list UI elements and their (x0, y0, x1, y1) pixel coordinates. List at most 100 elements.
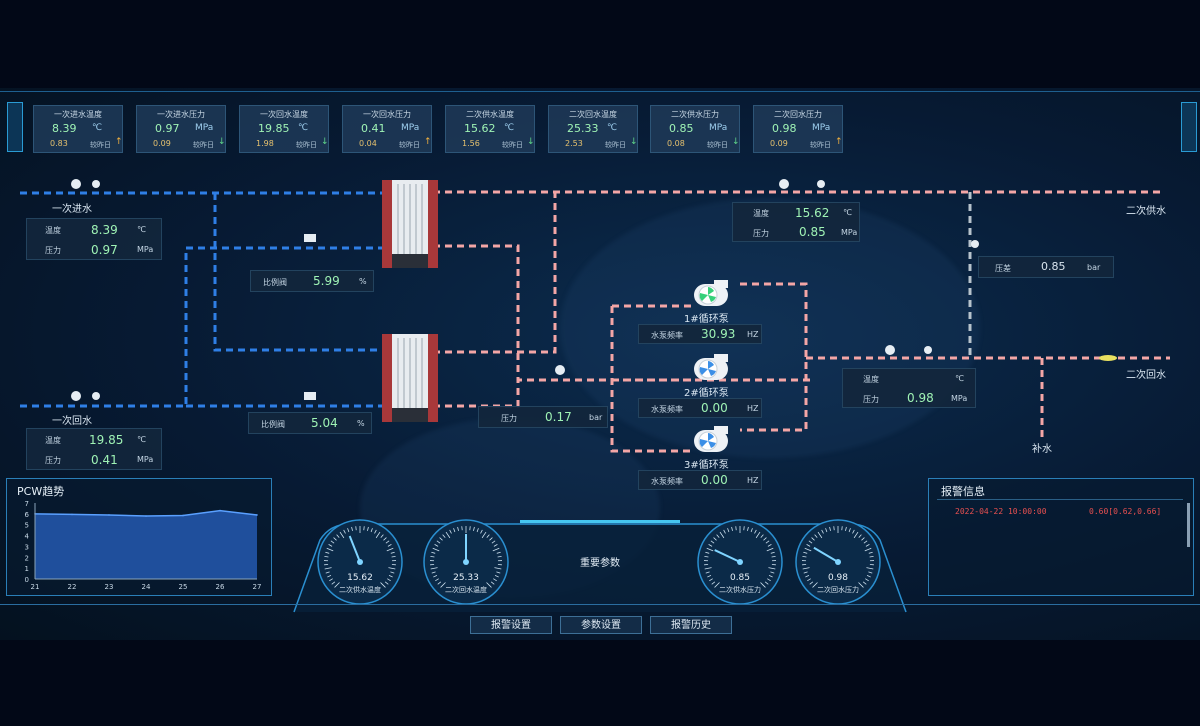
heat-exchanger-2 (382, 334, 438, 422)
card-compare: 0.09 (153, 139, 171, 148)
pump-icon (694, 354, 728, 380)
alarm-history-button[interactable]: 报警历史 (650, 616, 732, 634)
alarm-scrollbar[interactable] (1187, 503, 1190, 547)
card-unit: MPa (195, 123, 214, 133)
pump-freq-label: 水泵频率 (651, 405, 683, 414)
temp-unit: ℃ (843, 208, 852, 217)
card-title: 二次回水压力 (774, 110, 822, 119)
diff-value: 0.85 (1041, 260, 1066, 273)
primary-in-label: 一次进水 (52, 204, 92, 215)
trend-point (108, 514, 110, 516)
x-tick-label: 22 (68, 583, 77, 591)
primary-out-label: 一次回水 (52, 416, 92, 427)
pump-freq-value: 0.00 (701, 401, 728, 415)
valve-label: 比例阀 (261, 420, 285, 429)
x-tick-label: 25 (179, 583, 188, 591)
card-compare: 0.83 (50, 139, 68, 148)
frame-top-line (0, 91, 1200, 92)
primary-out-box: 温度 19.85 ℃ 压力 0.41 MPa (26, 428, 162, 470)
primary-in-temp: 8.39 (91, 223, 118, 237)
press-unit: MPa (841, 228, 858, 237)
secondary-return-label: 二次回水 (1126, 370, 1166, 381)
y-tick-label: 5 (25, 522, 29, 530)
x-tick-label: 27 (253, 583, 262, 591)
trend-arrow-icon: ↓ (218, 137, 226, 147)
pump-press-label: 压力 (501, 414, 517, 423)
card-compare-label: 较昨日 (707, 141, 728, 149)
alarm-value: 0.60[0.62,0.66] (1089, 507, 1162, 516)
right-side-tab[interactable] (1181, 102, 1197, 152)
card-compare: 0.08 (667, 139, 685, 148)
alarm-time: 2022-04-22 10:00:00 (955, 507, 1047, 516)
gauge-needle (714, 549, 741, 563)
diff-label: 压差 (995, 264, 1011, 273)
pump-freq-value: 30.93 (701, 327, 736, 341)
temp-label: 温度 (753, 209, 769, 218)
press-label: 压力 (45, 246, 61, 255)
card-value: 0.97 (155, 122, 180, 135)
gauge-needle (813, 546, 839, 563)
left-side-tab[interactable] (7, 102, 23, 152)
pump-freq-value: 0.00 (701, 473, 728, 487)
y-tick-label: 1 (25, 565, 29, 573)
card-title: 一次回水压力 (363, 110, 411, 119)
pump-freq-label: 水泵频率 (651, 331, 683, 340)
trend-arrow-icon: ↓ (732, 137, 740, 147)
card-title: 一次回水温度 (260, 110, 308, 119)
alarm-title: 报警信息 (941, 485, 985, 498)
gauge-value: 0.98 (827, 573, 849, 583)
trend-point (145, 515, 147, 517)
secondary-return-box: 温度 ℃ 压力 0.98 MPa (842, 368, 976, 408)
trend-point (219, 509, 221, 512)
y-tick-label: 0 (25, 576, 29, 584)
param-settings-button[interactable]: 参数设置 (560, 616, 642, 634)
gauge-label: 二次供水压力 (719, 586, 761, 594)
trend-point (256, 514, 258, 516)
valve-2-value: 5.04 (311, 416, 338, 430)
alarm-panel: 报警信息 2022-04-22 10:00:00 0.60[0.62,0.66] (928, 478, 1194, 596)
gauge-label: 二次供水温度 (339, 586, 381, 594)
temp-unit: ℃ (137, 225, 146, 234)
x-tick-label: 21 (31, 583, 40, 591)
card-value: 19.85 (258, 122, 290, 135)
pump-name: 3#循环泵 (684, 460, 729, 471)
press-label: 压力 (45, 456, 61, 465)
x-tick-label: 26 (216, 583, 225, 591)
y-tick-label: 2 (25, 554, 29, 562)
trend-arrow-icon: ↓ (630, 137, 638, 147)
frame-bottom-line (0, 604, 1200, 605)
sensor-icons (71, 179, 979, 401)
temp-label: 温度 (45, 436, 61, 445)
trend-point (182, 514, 184, 517)
y-tick-label: 6 (25, 511, 30, 519)
press-label: 压力 (863, 395, 879, 404)
card-value: 8.39 (52, 122, 77, 135)
pump-freq-box: 水泵频率 0.00 HZ (638, 398, 762, 418)
primary-in-press: 0.97 (91, 243, 118, 257)
card-compare-label: 较昨日 (605, 141, 626, 149)
return-press: 0.98 (907, 391, 934, 405)
card-value: 15.62 (464, 122, 496, 135)
gauge-dial (697, 519, 783, 605)
pump-icon (694, 426, 728, 452)
trend-area (35, 510, 257, 579)
alarm-settings-button[interactable]: 报警设置 (470, 616, 552, 634)
diff-unit: bar (1087, 263, 1101, 272)
trend-title: PCW趋势 (17, 485, 65, 498)
primary-supply-pipe (20, 191, 386, 408)
pump-freq-unit: HZ (747, 404, 759, 413)
trend-arrow-icon: ↓ (527, 137, 535, 147)
supply-press: 0.85 (799, 225, 826, 239)
card-unit: MPa (812, 123, 831, 133)
card-compare: 0.04 (359, 139, 377, 148)
pump-freq-unit: HZ (747, 330, 759, 339)
card-title: 二次供水温度 (466, 110, 514, 119)
card-title: 一次进水温度 (54, 110, 102, 119)
temp-unit: ℃ (137, 435, 146, 444)
valve-1-value: 5.99 (313, 274, 340, 288)
y-tick-label: 7 (25, 500, 29, 508)
